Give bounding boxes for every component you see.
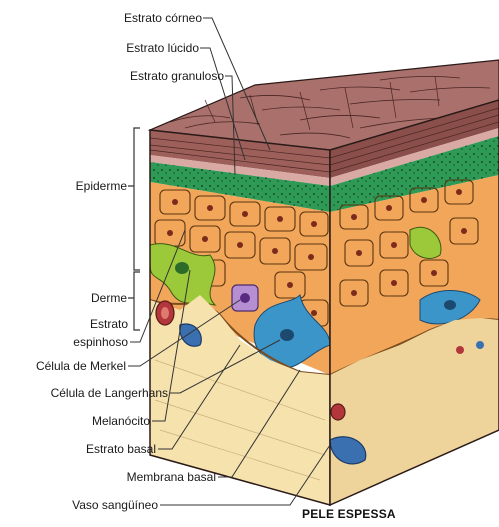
epiderme-bracket [128, 128, 140, 270]
label-membrana-basal: Membrana basal [80, 470, 216, 484]
label-estrato-espinhoso-line2: espinhoso [30, 335, 128, 349]
label-epiderme: Epiderme [30, 179, 127, 193]
label-estrato-basal: Estrato basal [40, 442, 156, 456]
label-celula-langerhans: Célula de Langerhans [2, 386, 168, 400]
label-estrato-corneo: Estrato córneo [70, 11, 202, 25]
label-derme: Derme [30, 291, 127, 305]
label-estrato-lucido: Estrato lúcido [60, 41, 199, 55]
diagram-title: PELE ESPESSA [302, 507, 396, 521]
side-face-layers [330, 100, 499, 505]
label-melanocito: Melanócito [40, 414, 150, 428]
label-vaso-sanguineo: Vaso sangüíneo [20, 498, 158, 512]
label-estrato-espinhoso-line1: Estrato [30, 317, 128, 331]
derme-bracket [128, 272, 140, 330]
label-estrato-granuloso: Estrato granuloso [70, 69, 224, 83]
front-face-layers [150, 130, 330, 505]
label-celula-merkel: Célula de Merkel [2, 359, 126, 373]
